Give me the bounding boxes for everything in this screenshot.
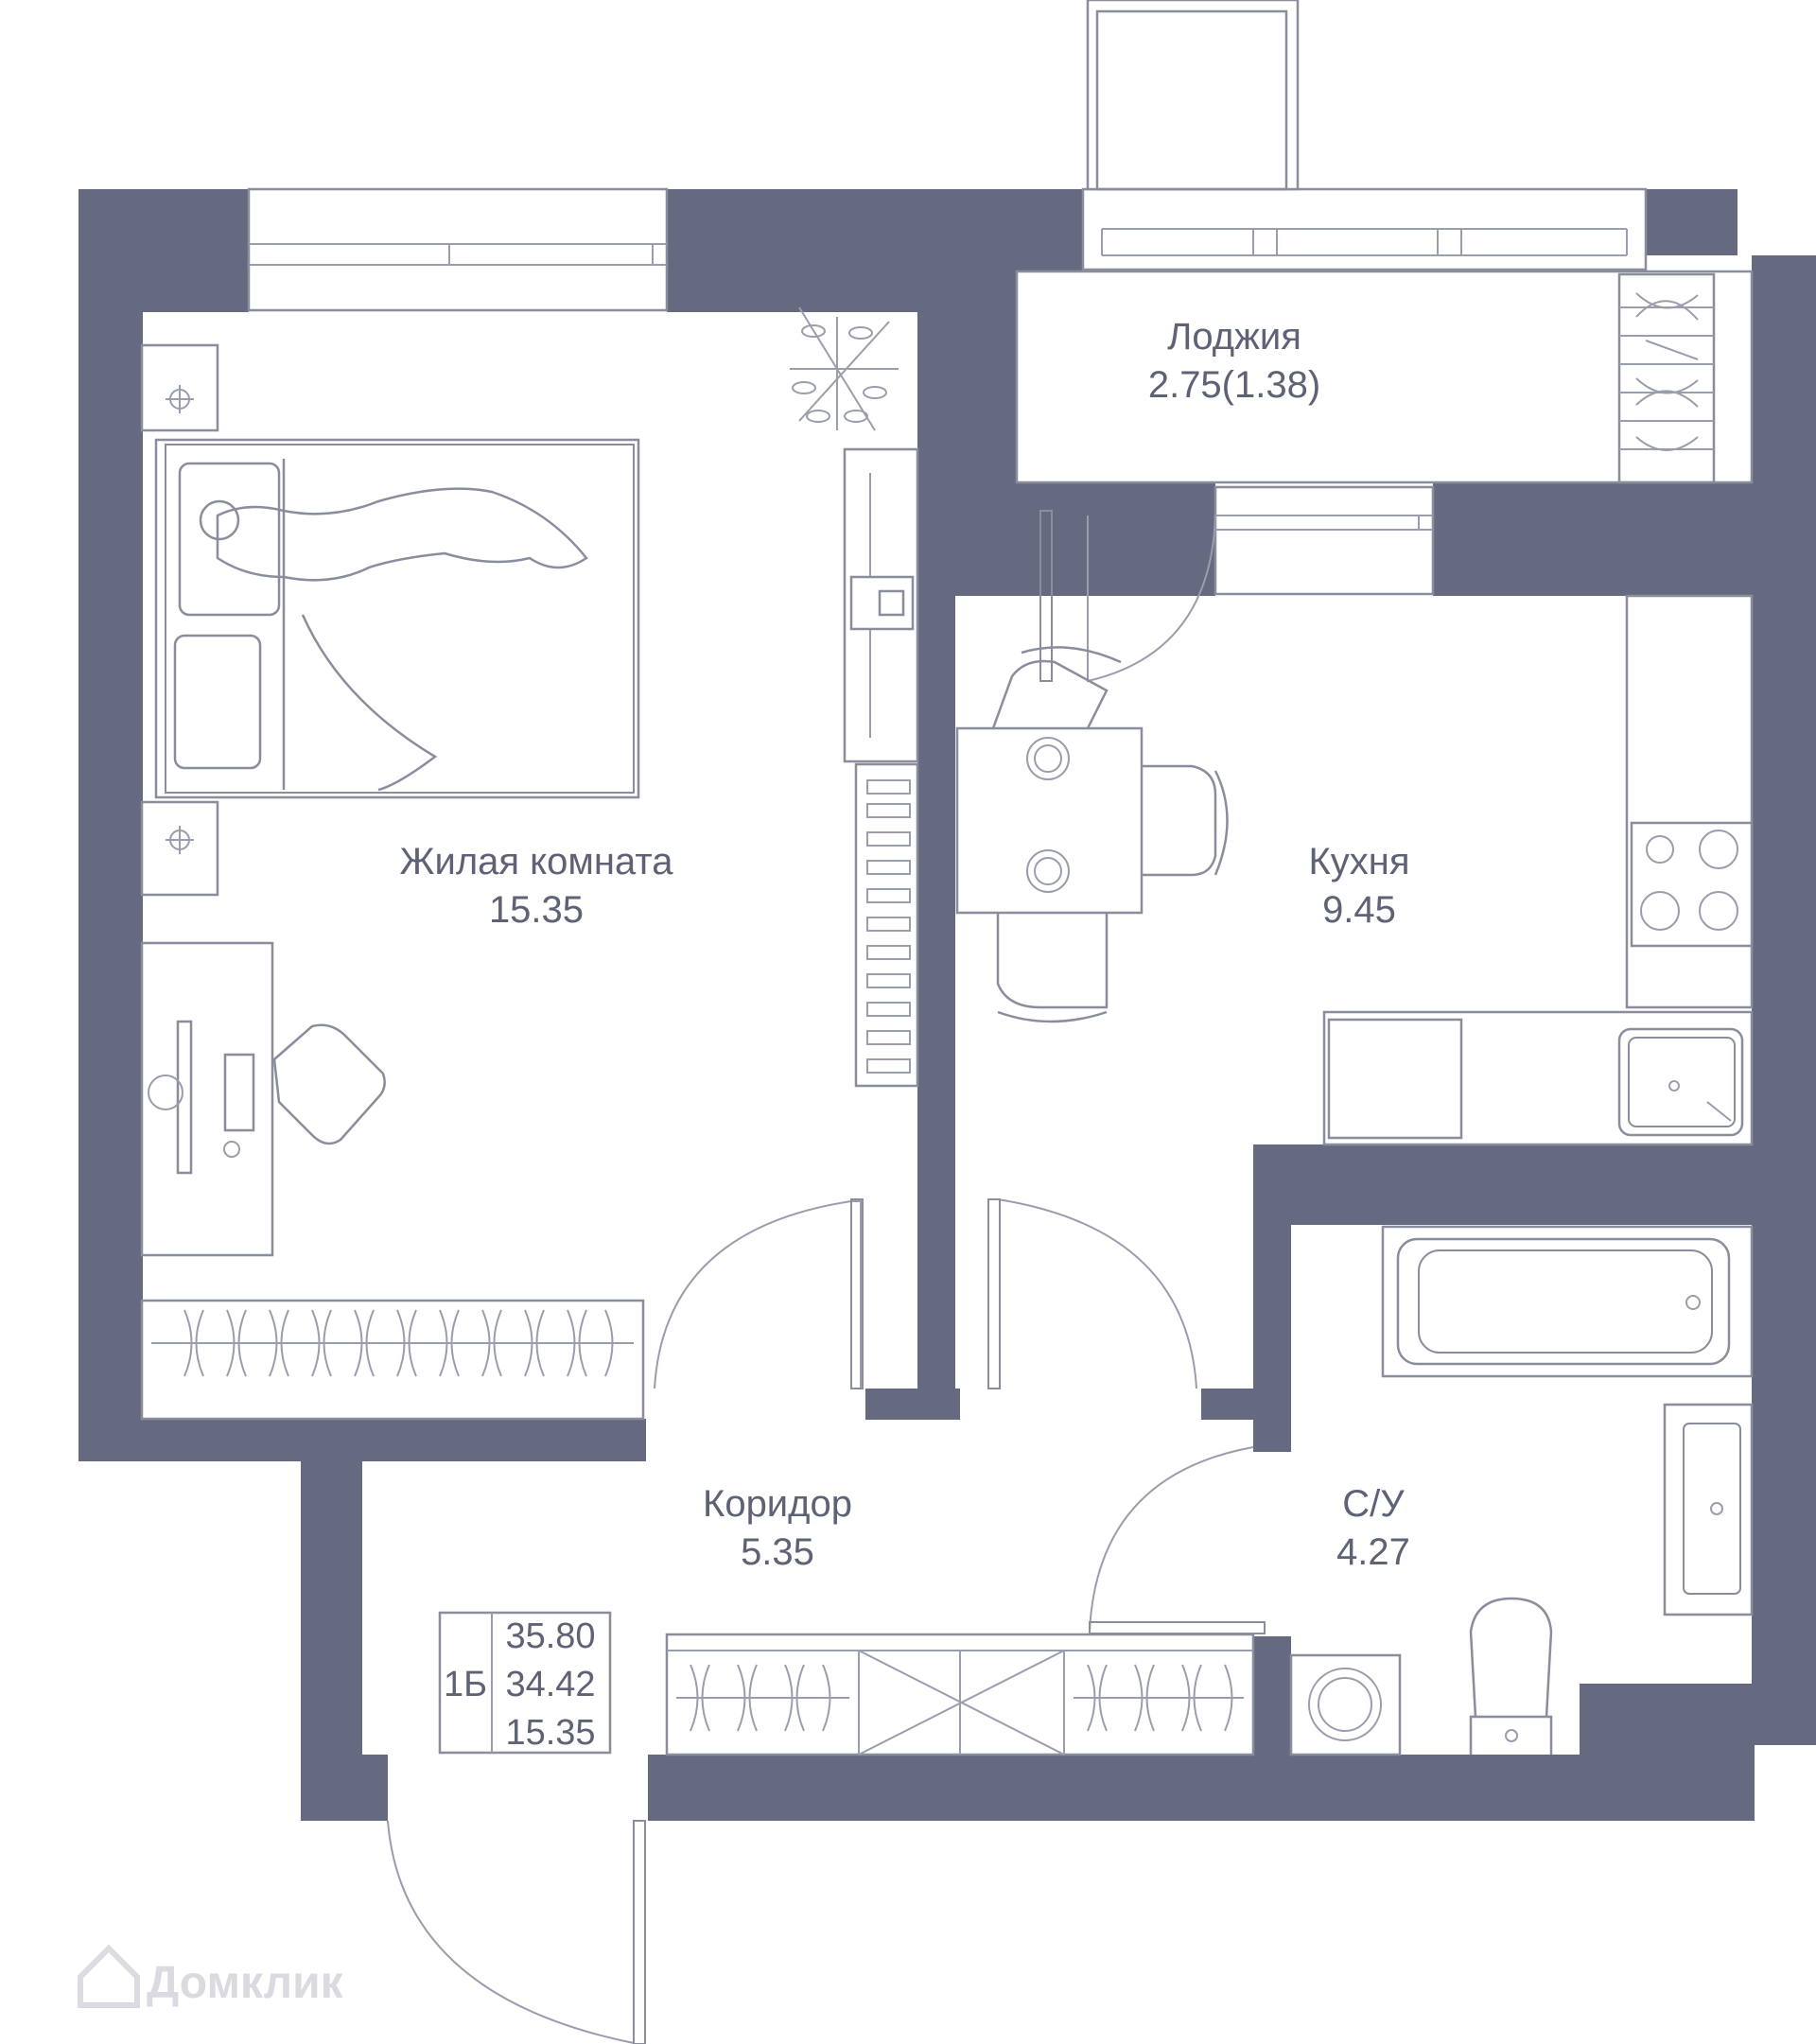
corridor-name: Коридор xyxy=(703,1483,852,1525)
plant xyxy=(790,306,899,431)
dining-set xyxy=(955,646,1229,1023)
total-area: 35.80 xyxy=(505,1616,595,1656)
tv-stand xyxy=(843,447,919,763)
bathroom-area: 4.27 xyxy=(1336,1531,1410,1573)
loggia-area: 2.75(1.38) xyxy=(1148,364,1320,406)
kitchen-area: 9.45 xyxy=(1322,889,1396,931)
house-logo-icon xyxy=(78,1944,140,2008)
wardrobe-corridor xyxy=(665,1633,1255,1756)
loggia xyxy=(1015,270,1754,484)
corridor-area: 5.35 xyxy=(741,1531,814,1573)
bathroom-fixtures xyxy=(1289,1159,1754,1756)
area-without-balcony: 34.42 xyxy=(505,1665,595,1704)
walls xyxy=(79,189,1816,1821)
loggia-name: Лоджия xyxy=(1167,316,1301,358)
wardrobe-living xyxy=(140,1299,645,1421)
living-room-name: Жилая комната xyxy=(400,841,674,882)
kitchen-counter xyxy=(1322,594,1754,1146)
living-room-area: 15.35 xyxy=(489,889,584,931)
living-area-total: 15.35 xyxy=(505,1713,595,1753)
area-summary xyxy=(438,1611,612,1755)
nightstands xyxy=(140,343,219,897)
apartment-type: 1Б xyxy=(444,1665,487,1704)
bathroom-name: С/У xyxy=(1342,1483,1405,1525)
bookshelf xyxy=(854,762,919,1088)
bed xyxy=(154,438,640,799)
watermark-text: Домклик xyxy=(147,1958,344,2008)
kitchen-name: Кухня xyxy=(1308,841,1409,882)
watermark: Домклик xyxy=(78,1944,344,2008)
windows xyxy=(247,0,1648,596)
desk xyxy=(140,941,386,1257)
